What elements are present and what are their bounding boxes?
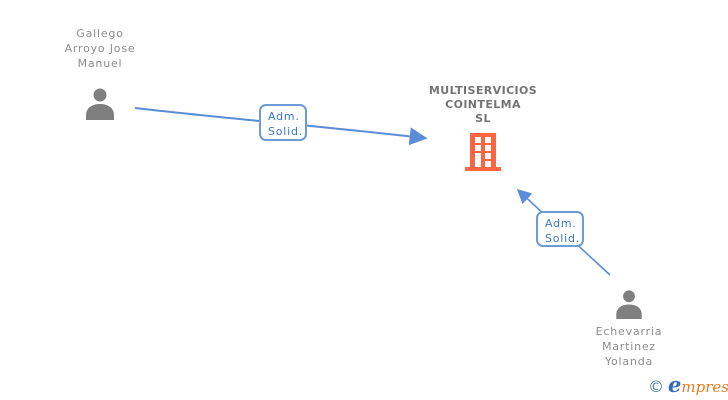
edge-label-adm-solid-2: Adm. Solid.	[536, 211, 584, 247]
node-person-gallego[interactable]: Gallego Arroyo Jose Manuel	[35, 26, 165, 120]
person-name-line: Yolanda	[604, 355, 654, 368]
person-icon[interactable]	[613, 289, 645, 319]
person-name-line: Arroyo Jose	[64, 42, 136, 55]
person-name-line: Echevarria	[595, 325, 663, 338]
person-name-line: Gallego	[76, 27, 124, 40]
company-name-line: MULTISERVICIOS	[428, 84, 538, 97]
edge-label-line: Adm.	[545, 217, 577, 230]
person-name-line: Manuel	[77, 57, 123, 70]
person-name[interactable]: Echevarria Martinez Yolanda	[564, 324, 694, 369]
empresia-logo[interactable]: © e mpresia	[648, 372, 728, 398]
company-name[interactable]: MULTISERVICIOS COINTELMA SL	[412, 84, 554, 126]
person-name[interactable]: Gallego Arroyo Jose Manuel	[35, 26, 165, 71]
logo-brand-first-letter: e	[668, 372, 682, 397]
logo-brand-text: mpresia	[681, 378, 728, 396]
building-icon[interactable]	[465, 133, 501, 171]
edge-label-adm-solid-1: Adm. Solid.	[259, 104, 307, 141]
copyright-icon: ©	[648, 377, 664, 396]
person-name-line: Martinez	[601, 340, 657, 353]
company-name-line: SL	[475, 112, 491, 125]
edge-label-line: Solid.	[545, 232, 581, 245]
edge-label-line: Adm.	[268, 110, 300, 123]
edge-label-line: Solid.	[268, 125, 304, 138]
node-company-multiservicios-cointelma[interactable]: MULTISERVICIOS COINTELMA SL	[412, 84, 554, 171]
node-person-echevarria[interactable]: Echevarria Martinez Yolanda	[564, 289, 694, 369]
company-name-line: COINTELMA	[445, 98, 521, 111]
person-icon[interactable]	[84, 87, 116, 120]
